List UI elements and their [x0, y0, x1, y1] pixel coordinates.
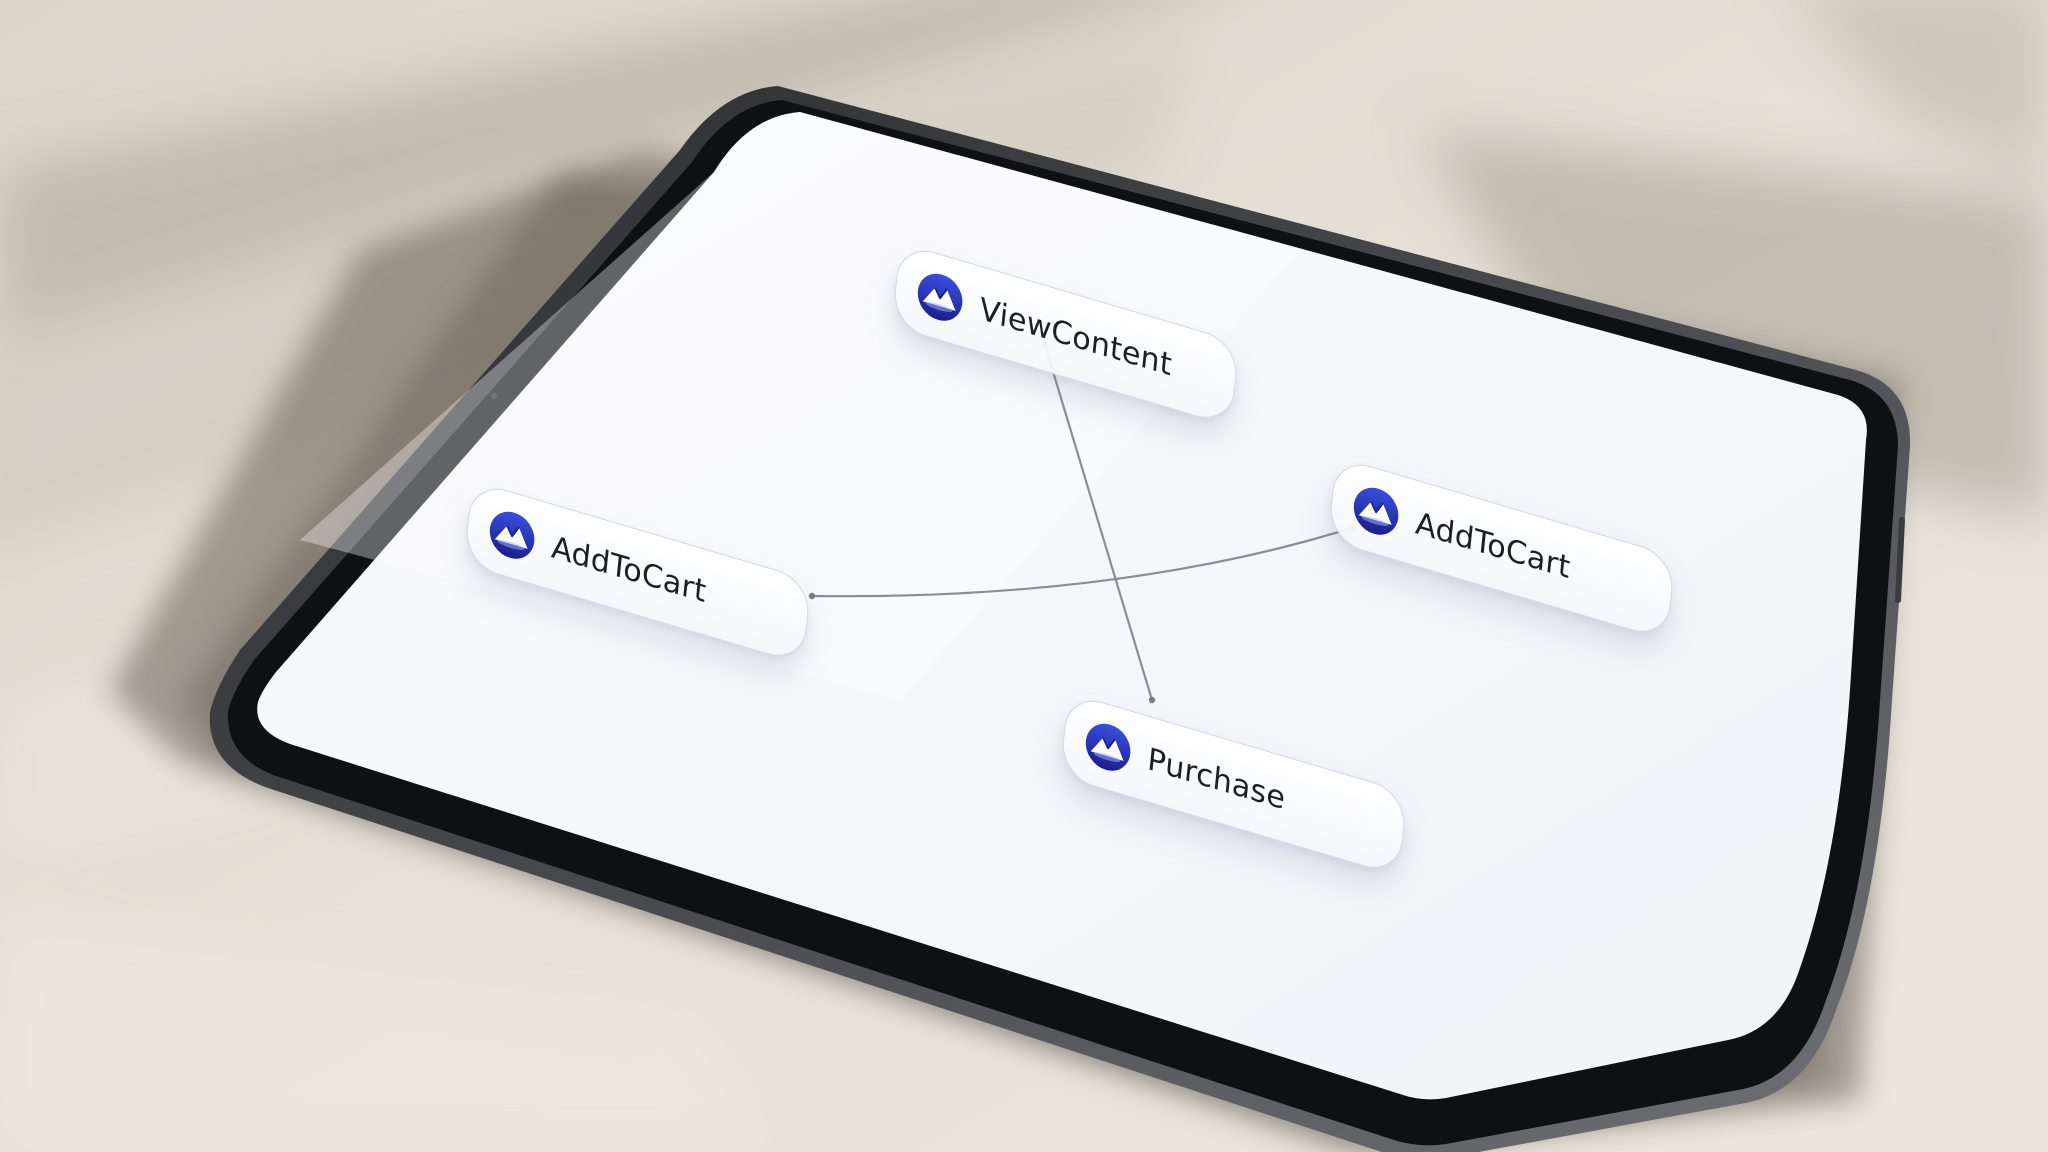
- event-pixel-icon: [1081, 716, 1134, 779]
- node-label: Purchase: [1145, 741, 1287, 818]
- edge-addtocart-addtocart: [810, 526, 1354, 598]
- front-camera: [491, 393, 497, 399]
- volume-button: [1895, 517, 1905, 603]
- tablet-screen: [257, 112, 1867, 1100]
- edge-endpoint: [808, 592, 816, 600]
- edge-viewcontent-purchase: [1043, 343, 1154, 702]
- event-pixel-icon: [485, 504, 538, 567]
- edge-endpoint: [1148, 696, 1156, 704]
- event-pixel-icon: [1349, 480, 1402, 543]
- event-pixel-icon: [913, 266, 966, 329]
